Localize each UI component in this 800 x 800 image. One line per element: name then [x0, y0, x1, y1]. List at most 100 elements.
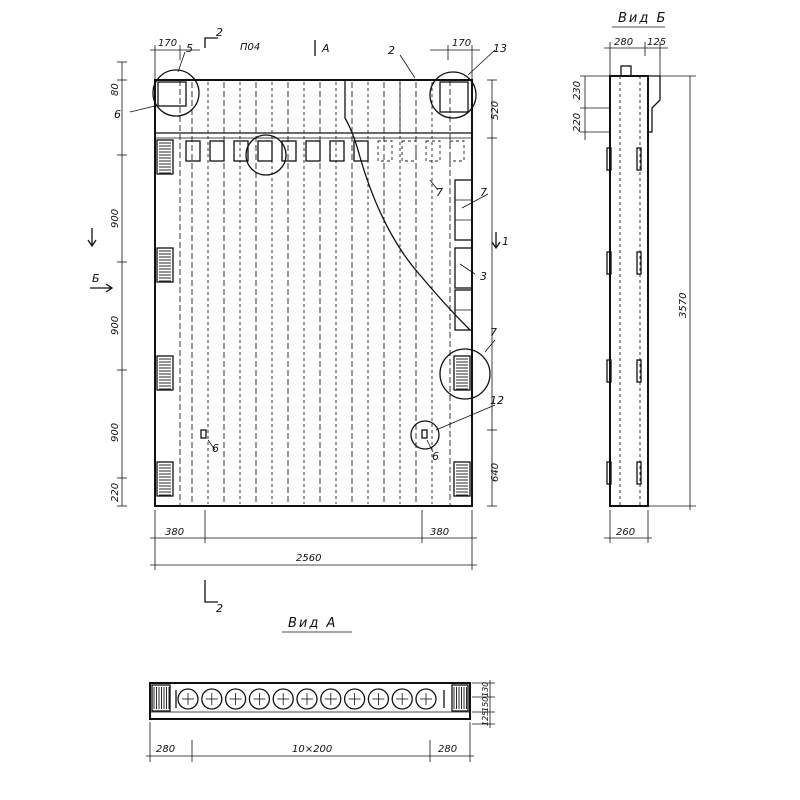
hatched-embed	[453, 461, 471, 497]
right-steps	[454, 179, 473, 331]
view-a-hatches	[151, 684, 469, 712]
view-a-dim-125: 125	[481, 711, 490, 726]
dim-bottom-380-right: 380	[430, 527, 449, 538]
dim-left-900-2: 900	[110, 316, 121, 335]
dim-left-900-3: 900	[110, 423, 121, 442]
section-label-a: А	[321, 42, 330, 55]
section-label-b: Б	[92, 272, 100, 285]
left-embeds	[156, 139, 174, 497]
callout-13: 13	[493, 42, 507, 55]
detail-circle-13	[429, 71, 477, 119]
marker-6-right	[421, 429, 428, 439]
right-embeds	[453, 355, 471, 497]
view-a-dim-280-right: 280	[438, 744, 457, 755]
top-opening	[257, 140, 273, 162]
corner-embed-left	[157, 81, 187, 107]
detail-circle-12	[410, 420, 440, 450]
void-circle	[248, 688, 271, 710]
dim-top-left: 170	[158, 38, 177, 49]
section-label-1: 1	[502, 235, 509, 248]
hatched-embed	[156, 139, 174, 175]
top-opening	[281, 140, 297, 162]
callout-2: 2	[388, 44, 395, 57]
view-b-notches	[606, 147, 642, 485]
callout-5: 5	[186, 42, 193, 55]
top-opening	[305, 140, 321, 162]
void-circle	[224, 688, 247, 710]
callout-3: 3	[480, 270, 487, 283]
callout-6-right: 6	[432, 450, 439, 463]
view-b-dim-260: 260	[616, 527, 635, 538]
top-opening	[209, 140, 225, 162]
section-label-2-bottom: 2	[216, 602, 223, 615]
dim-left-80: 80	[110, 83, 121, 96]
view-b-dim-280: 280	[614, 37, 633, 48]
section-2-top	[204, 37, 218, 48]
dim-right-520: 520	[490, 101, 501, 120]
hatched-embed	[156, 355, 174, 391]
void-circle	[415, 688, 437, 710]
void-circle	[391, 688, 413, 710]
hatched-embed	[156, 461, 174, 497]
dim-top-right: 170	[452, 38, 471, 49]
detail-circle-7	[439, 348, 491, 400]
view-b: Вид Б 280 125 230 220	[572, 11, 696, 543]
main-panel-view: 170 170 2 2 А 1 Б П04 80 900 900 900 220…	[87, 26, 509, 615]
view-a-dim-130: 130	[481, 682, 490, 697]
view-b-dim-220: 220	[572, 113, 583, 132]
callout-6-left: 6	[212, 442, 219, 455]
view-b-dim-125: 125	[647, 37, 666, 48]
top-openings	[185, 140, 465, 162]
view-a-title: Вид А	[288, 616, 337, 631]
view-a-dim-10x200: 10×200	[292, 744, 332, 755]
view-b-body	[609, 75, 649, 507]
detail-circle-opening	[245, 134, 287, 176]
view-b-lug	[620, 65, 632, 77]
top-opening	[329, 140, 345, 162]
dim-left-220: 220	[110, 483, 121, 502]
top-opening	[425, 140, 441, 162]
callout-7-right: 7	[480, 186, 487, 199]
view-a: Вид А 280 10×200 280 130 150 125	[146, 616, 495, 762]
reference-label: П04	[240, 42, 260, 53]
top-opening	[449, 140, 465, 162]
void-circle	[367, 688, 390, 710]
callout-6-top: 6	[114, 108, 121, 121]
void-circle	[177, 688, 199, 710]
view-b-step	[648, 75, 661, 133]
void-lines	[191, 82, 433, 504]
section-2-bottom	[204, 580, 218, 603]
callout-7-inner: 7	[436, 186, 443, 199]
callout-7-circle: 7	[490, 326, 497, 339]
void-circle	[201, 688, 223, 710]
top-opening	[185, 140, 201, 162]
view-b-dim-230: 230	[572, 81, 583, 100]
view-b-dim-3570: 3570	[678, 293, 689, 318]
corner-embed-right	[439, 81, 469, 113]
view-a-dim-150: 150	[481, 697, 490, 712]
panel-outline	[154, 79, 473, 507]
view-a-dim-280-left: 280	[156, 744, 175, 755]
marker-6-left	[200, 429, 207, 439]
void-circle	[296, 688, 318, 710]
view-b-title: Вид Б	[618, 11, 667, 26]
callout-12: 12	[490, 394, 504, 407]
cut-curve	[344, 80, 471, 331]
top-opening	[377, 140, 393, 162]
hatched-embed	[156, 247, 174, 283]
dim-left-900-1: 900	[110, 209, 121, 228]
top-opening	[401, 140, 417, 162]
dim-right-640: 640	[490, 463, 501, 482]
void-circle	[272, 688, 294, 710]
detail-circle-5	[152, 69, 200, 117]
dim-bottom-380-left: 380	[165, 527, 184, 538]
dim-bottom-2560: 2560	[296, 553, 321, 564]
void-circle	[320, 688, 342, 710]
top-opening	[233, 140, 249, 162]
hatched-embed	[453, 355, 471, 391]
section-label-2-top: 2	[216, 26, 223, 39]
view-a-void-circles	[177, 688, 437, 710]
void-circle	[343, 688, 366, 710]
view-a-body	[149, 682, 471, 720]
